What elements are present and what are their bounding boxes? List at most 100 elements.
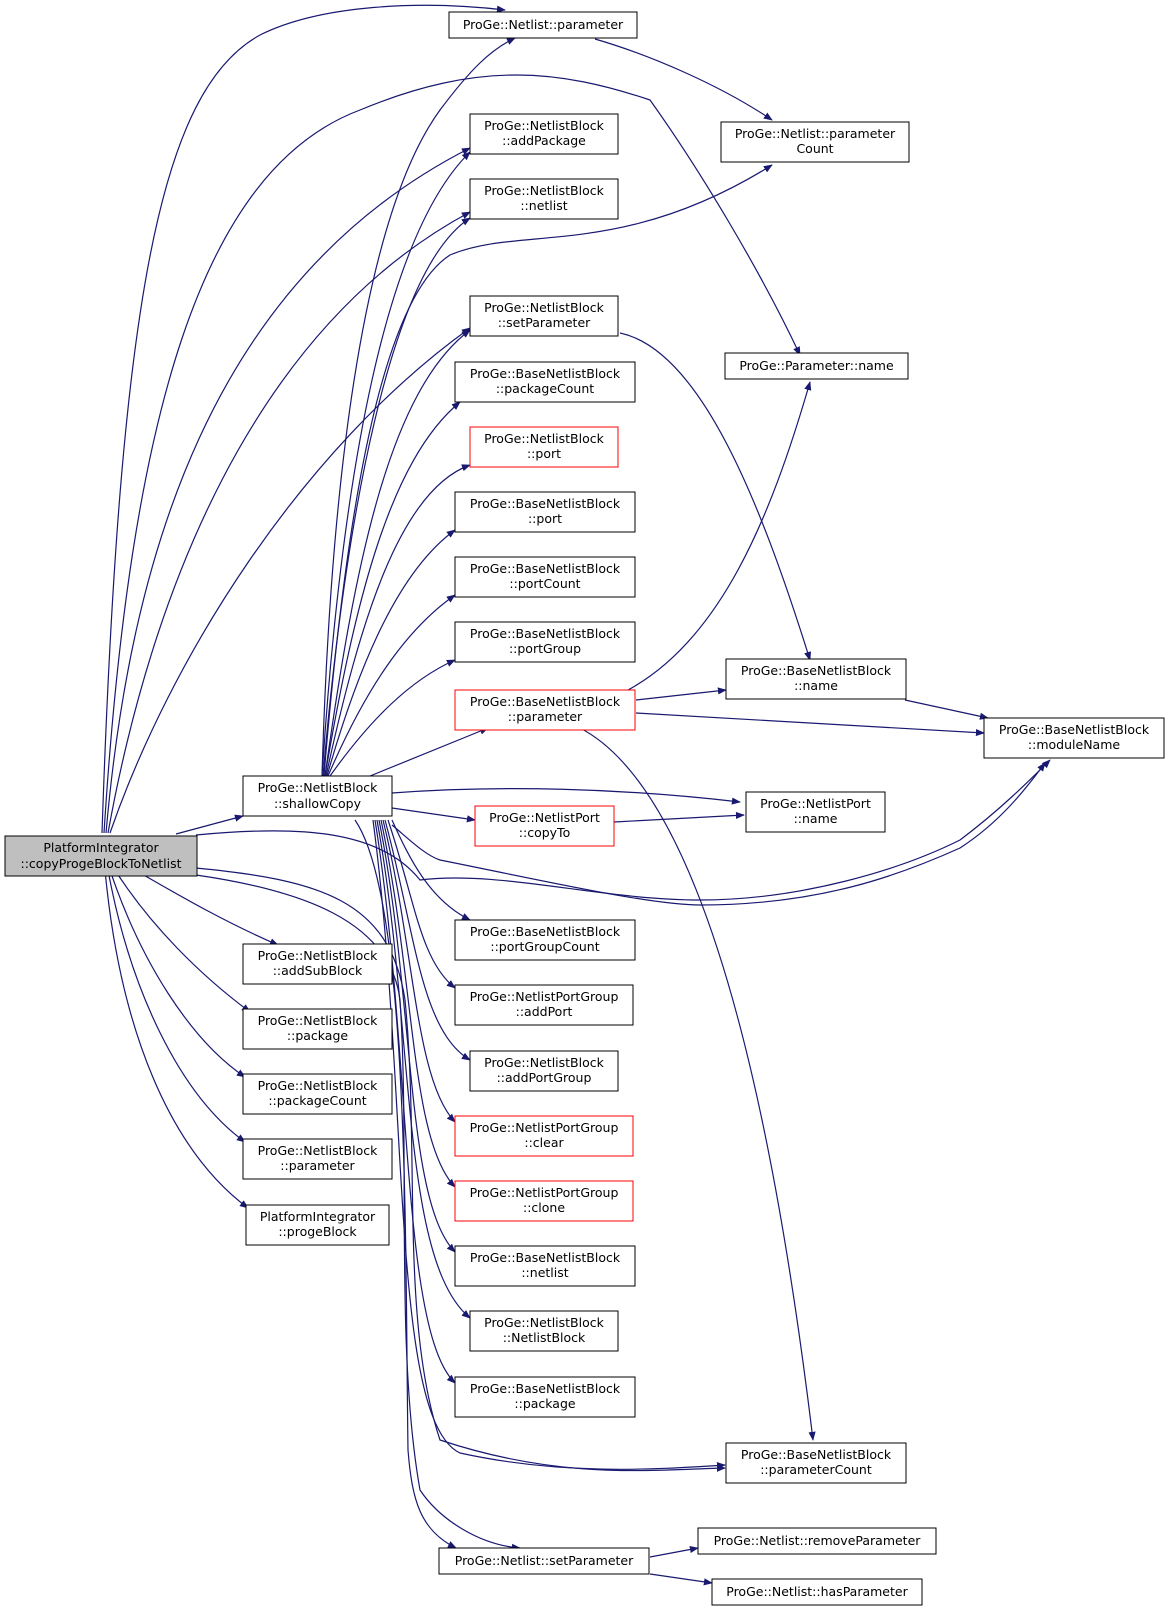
node-label: ProGe::NetlistBlock xyxy=(258,1143,379,1158)
node-portgroup-base[interactable]: ProGe::BaseNetlistBlock ::portGroup xyxy=(454,621,636,663)
edge-spnb-namebase xyxy=(619,332,812,661)
edges xyxy=(101,4,1051,1586)
node-parameter-netlistblock[interactable]: ProGe::NetlistBlock ::parameter xyxy=(242,1138,393,1180)
node-label: ::parameterCount xyxy=(760,1462,872,1477)
node-label: ::clone xyxy=(523,1200,565,1215)
node-addsubblock[interactable]: ProGe::NetlistBlock ::addSubBlock xyxy=(242,943,393,985)
node-progeblock[interactable]: PlatformIntegrator ::progeBlock xyxy=(245,1204,390,1246)
node-packagecount-base[interactable]: ProGe::BaseNetlistBlock ::packageCount xyxy=(454,361,636,403)
node-label: ::clear xyxy=(524,1135,564,1150)
node-label: ProGe::Netlist::setParameter xyxy=(455,1553,634,1568)
edge-sc-setparamnetlist xyxy=(354,819,457,1549)
node-clone[interactable]: ProGe::NetlistPortGroup ::clone xyxy=(454,1180,634,1222)
node-netlist-setparameter[interactable]: ProGe::Netlist::setParameter xyxy=(438,1547,650,1575)
node-label: ProGe::BaseNetlistBlock xyxy=(470,496,621,511)
node-netlistblock-ctor[interactable]: ProGe::NetlistBlock ::NetlistBlock xyxy=(469,1310,619,1352)
node-label: ::addPort xyxy=(516,1004,573,1019)
node-parameter-base[interactable]: ProGe::BaseNetlistBlock ::parameter xyxy=(454,689,636,731)
node-label: ProGe::BaseNetlistBlock xyxy=(741,663,892,678)
node-label: ProGe::NetlistBlock xyxy=(484,1055,605,1070)
node-label: ProGe::NetlistPort xyxy=(489,810,600,825)
edge-sc-clone xyxy=(380,819,456,1188)
node-addportgroup[interactable]: ProGe::NetlistBlock ::addPortGroup xyxy=(469,1050,619,1092)
node-packagecount[interactable]: ProGe::NetlistBlock ::packageCount xyxy=(242,1073,393,1115)
node-label: ::addSubBlock xyxy=(273,963,363,978)
node-label: ProGe::NetlistBlock xyxy=(258,1013,379,1028)
node-label: ProGe::BaseNetlistBlock xyxy=(470,561,621,576)
edge-spn-has xyxy=(649,1573,713,1586)
node-label: ProGe::BaseNetlistBlock xyxy=(470,626,621,641)
node-copyto[interactable]: ProGe::NetlistPort ::copyTo xyxy=(474,805,615,847)
node-netlist-base[interactable]: ProGe::BaseNetlistBlock ::netlist xyxy=(454,1245,636,1287)
edge-root-setparameternb xyxy=(109,327,471,834)
node-port-name[interactable]: ProGe::NetlistPort ::name xyxy=(745,791,886,833)
node-label: ProGe::Netlist::removeParameter xyxy=(714,1533,922,1548)
node-label: ::packageCount xyxy=(496,381,594,396)
edge-root-netlistnb xyxy=(107,211,471,834)
node-label: ProGe::NetlistBlock xyxy=(484,431,605,446)
node-copyprogeblocktonetlist[interactable]: PlatformIntegrator ::copyProgeBlockToNet… xyxy=(4,835,198,877)
node-label: ProGe::NetlistPort xyxy=(760,796,871,811)
edge-sc-addport xyxy=(387,819,456,989)
node-clear[interactable]: ProGe::NetlistPortGroup ::clear xyxy=(454,1115,634,1157)
node-label: ::setParameter xyxy=(498,315,591,330)
node-package[interactable]: ProGe::NetlistBlock ::package xyxy=(242,1008,393,1050)
node-label: ::package xyxy=(514,1396,576,1411)
node-label: ProGe::NetlistBlock xyxy=(258,780,379,795)
node-shallowcopy[interactable]: ProGe::NetlistBlock ::shallowCopy xyxy=(242,775,393,817)
edge-root-packagecount xyxy=(109,869,246,1078)
node-netlist-parameter[interactable]: ProGe::Netlist::parameter xyxy=(448,11,638,39)
node-addport[interactable]: ProGe::NetlistPortGroup ::addPort xyxy=(454,984,634,1026)
node-label: ::NetlistBlock xyxy=(503,1330,586,1345)
node-label: ProGe::Netlist::parameter xyxy=(735,126,896,141)
edge-root-progeblock xyxy=(104,869,249,1209)
edge-pb-paramname xyxy=(627,381,812,691)
edge-root-parameternb xyxy=(107,869,246,1143)
node-port-base[interactable]: ProGe::BaseNetlistBlock ::port xyxy=(454,491,636,533)
node-netlist-parametercount[interactable]: ProGe::Netlist::parameter Count xyxy=(720,121,910,163)
node-label: ProGe::NetlistBlock xyxy=(484,183,605,198)
edge-np-paramcount xyxy=(594,38,773,121)
node-port-netlistblock[interactable]: ProGe::NetlistBlock ::port xyxy=(469,426,619,468)
node-netlist-netlistblock[interactable]: ProGe::NetlistBlock ::netlist xyxy=(469,178,619,220)
node-label: ::netlist xyxy=(521,1265,568,1280)
node-label: ProGe::BaseNetlistBlock xyxy=(470,1381,621,1396)
node-label: ::parameter xyxy=(280,1158,355,1173)
node-parameter-name[interactable]: ProGe::Parameter::name xyxy=(724,352,909,380)
edge-pb-paramcountbase xyxy=(579,727,816,1441)
node-label: ::packageCount xyxy=(268,1093,366,1108)
node-parametercount-base[interactable]: ProGe::BaseNetlistBlock ::parameterCount xyxy=(725,1442,907,1484)
edge-sc-portgroupcount xyxy=(391,819,471,921)
node-label: ::name xyxy=(794,678,838,693)
edge-sc-portgroupbase xyxy=(329,659,456,777)
node-package-base[interactable]: ProGe::BaseNetlistBlock ::package xyxy=(454,1376,636,1418)
node-label: ::name xyxy=(794,811,838,826)
edge-sc-parameterbase xyxy=(369,727,489,777)
node-label: ::portGroupCount xyxy=(490,939,599,954)
node-label: ProGe::Parameter::name xyxy=(739,358,894,373)
edge-sc-portbase xyxy=(326,529,456,777)
edge-root-package xyxy=(114,869,251,1013)
node-label: ::shallowCopy xyxy=(274,796,362,811)
node-label: ::parameter xyxy=(508,709,583,724)
node-modulename[interactable]: ProGe::BaseNetlistBlock ::moduleName xyxy=(983,717,1165,759)
nodes: PlatformIntegrator ::copyProgeBlockToNet… xyxy=(4,11,1165,1606)
edge-spn-remove xyxy=(649,1545,699,1558)
node-removeparameter[interactable]: ProGe::Netlist::removeParameter xyxy=(697,1527,937,1555)
node-setparameter-netlistblock[interactable]: ProGe::NetlistBlock ::setParameter xyxy=(469,295,619,337)
edge-nb-modulename xyxy=(904,699,989,720)
node-hasparameter[interactable]: ProGe::Netlist::hasParameter xyxy=(711,1578,923,1606)
edge-sc-packagecountbase xyxy=(324,401,461,777)
node-label: ProGe::BaseNetlistBlock xyxy=(470,1250,621,1265)
node-portgroupcount-base[interactable]: ProGe::BaseNetlistBlock ::portGroupCount xyxy=(454,919,636,961)
node-label: ProGe::BaseNetlistBlock xyxy=(470,694,621,709)
node-addpackage[interactable]: ProGe::NetlistBlock ::addPackage xyxy=(469,113,619,155)
node-name-base[interactable]: ProGe::BaseNetlistBlock ::name xyxy=(725,658,907,700)
node-portcount-base[interactable]: ProGe::BaseNetlistBlock ::portCount xyxy=(454,556,636,598)
node-label: ProGe::Netlist::parameter xyxy=(463,17,624,32)
node-label: ProGe::NetlistBlock xyxy=(484,118,605,133)
edge-pb-namebase xyxy=(635,687,727,701)
node-label: ::port xyxy=(527,446,561,461)
node-label: ProGe::BaseNetlistBlock xyxy=(741,1447,892,1462)
node-label: ProGe::NetlistPortGroup xyxy=(470,989,619,1004)
